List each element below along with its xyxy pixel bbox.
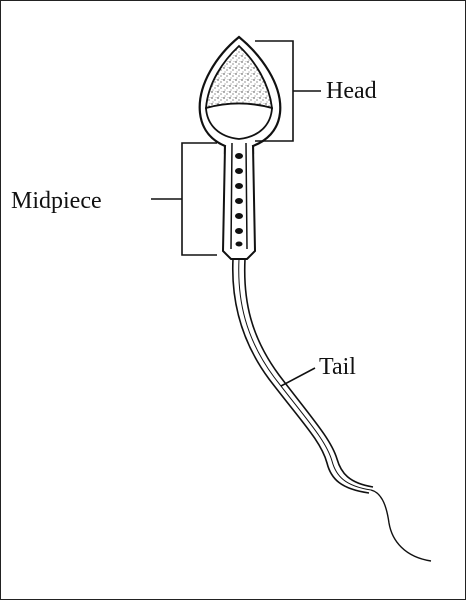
tail-center	[238, 258, 372, 491]
head-lower-region	[205, 102, 273, 140]
tail-outer-left	[231, 258, 370, 494]
tail-endpiece	[370, 489, 432, 562]
tail-leader-line	[280, 367, 316, 387]
head-label: Head	[326, 78, 377, 104]
midpiece-bracket	[151, 142, 217, 256]
mitochondria	[235, 153, 243, 247]
midpiece-inner	[230, 142, 248, 250]
head-bracket	[255, 40, 321, 142]
midpiece-label: Midpiece	[11, 188, 102, 214]
head-nucleus	[205, 44, 274, 110]
tail-outer-right	[243, 258, 374, 488]
tail-label: Tail	[319, 354, 356, 380]
